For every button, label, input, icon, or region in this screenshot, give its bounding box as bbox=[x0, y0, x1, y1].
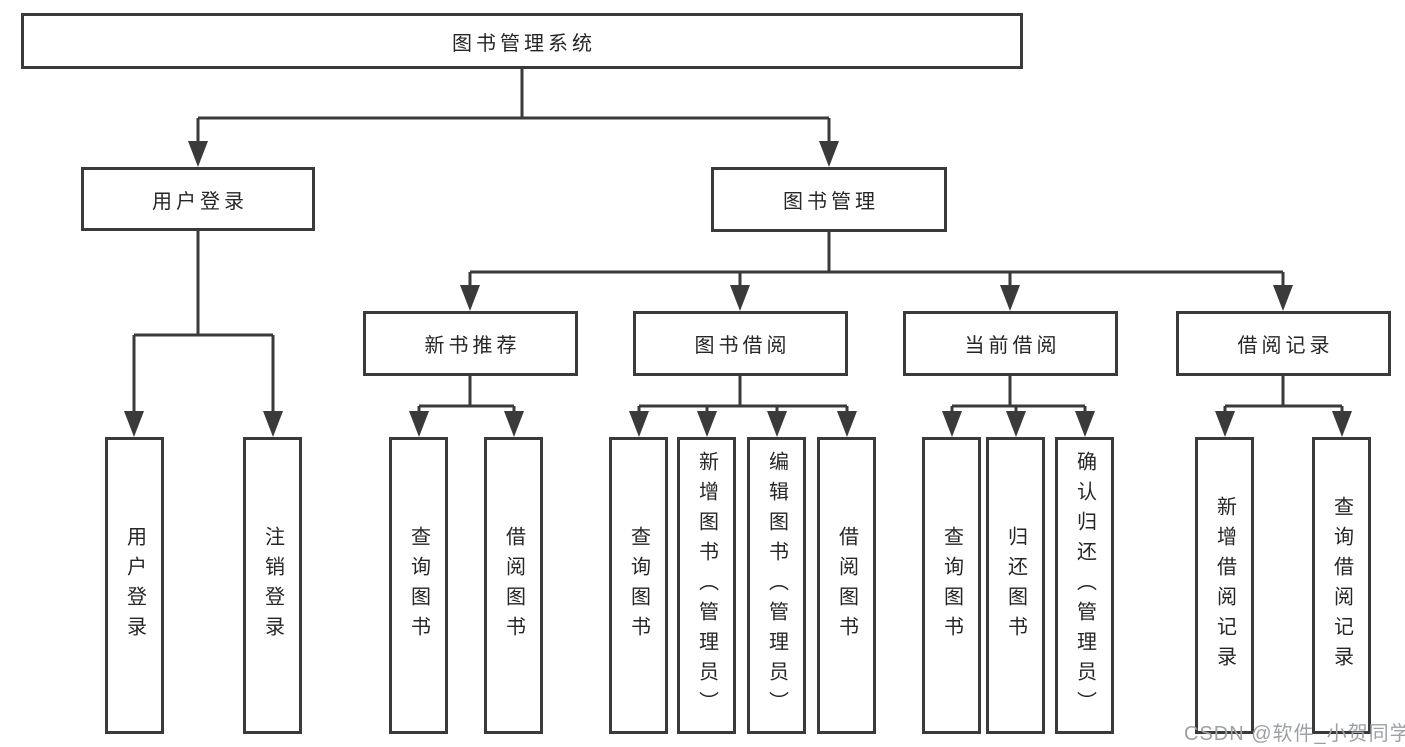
node-book-borrowing: 图书借阅 bbox=[633, 311, 848, 376]
leaf-label: 确认归还（管理员） bbox=[1073, 450, 1096, 721]
leaf-user-login: 用户登录 bbox=[105, 437, 164, 734]
node-book-management: 图书管理 bbox=[711, 167, 947, 232]
leaf-logout: 注销登录 bbox=[243, 437, 302, 734]
leaf-label: 借阅图书 bbox=[502, 525, 525, 646]
leaf-add-borrow-record: 新增借阅记录 bbox=[1195, 437, 1254, 734]
leaf-query-borrow-record: 查询借阅记录 bbox=[1312, 437, 1371, 734]
node-label: 用户登录 bbox=[152, 190, 248, 213]
node-label: 当前借阅 bbox=[964, 335, 1061, 357]
node-label: 图书管理 bbox=[783, 191, 879, 213]
node-label: 新书推荐 bbox=[424, 335, 521, 357]
csdn-watermark: CSDN @软件_小贺同学 bbox=[1184, 723, 1405, 745]
leaf-borrow-books: 借阅图书 bbox=[817, 437, 876, 734]
leaf-label: 查询图书 bbox=[627, 525, 650, 646]
node-new-book-recommendation: 新书推荐 bbox=[363, 311, 578, 376]
leaf-borrow-books-recommend: 借阅图书 bbox=[484, 437, 543, 734]
leaf-label: 新增借阅记录 bbox=[1213, 495, 1236, 676]
leaf-return-books: 归还图书 bbox=[986, 437, 1045, 734]
node-user-login: 用户登录 bbox=[81, 167, 315, 231]
leaf-edit-books-admin: 编辑图书（管理员） bbox=[747, 437, 806, 734]
leaf-add-books-admin: 新增图书（管理员） bbox=[677, 437, 736, 734]
leaf-query-books-current: 查询图书 bbox=[922, 437, 981, 734]
leaf-label: 用户登录 bbox=[123, 525, 146, 646]
leaf-confirm-return-admin: 确认归还（管理员） bbox=[1055, 437, 1114, 734]
node-borrowing-records: 借阅记录 bbox=[1176, 311, 1391, 376]
node-root-library-system: 图书管理系统 bbox=[21, 13, 1023, 69]
leaf-query-books-borrowing: 查询图书 bbox=[609, 437, 668, 734]
node-label: 图书管理系统 bbox=[452, 32, 596, 55]
node-label: 图书借阅 bbox=[694, 335, 791, 357]
leaf-label: 借阅图书 bbox=[835, 525, 858, 646]
leaf-label: 归还图书 bbox=[1004, 525, 1027, 646]
leaf-label: 查询图书 bbox=[407, 525, 430, 646]
leaf-label: 查询借阅记录 bbox=[1330, 495, 1353, 676]
node-current-borrowing: 当前借阅 bbox=[903, 311, 1118, 376]
leaf-label: 注销登录 bbox=[261, 525, 284, 646]
leaf-label: 查询图书 bbox=[940, 525, 963, 646]
leaf-label: 编辑图书（管理员） bbox=[765, 450, 788, 721]
node-label: 借阅记录 bbox=[1237, 335, 1334, 357]
leaf-query-books-recommend: 查询图书 bbox=[389, 437, 448, 734]
leaf-label: 新增图书（管理员） bbox=[695, 450, 718, 721]
